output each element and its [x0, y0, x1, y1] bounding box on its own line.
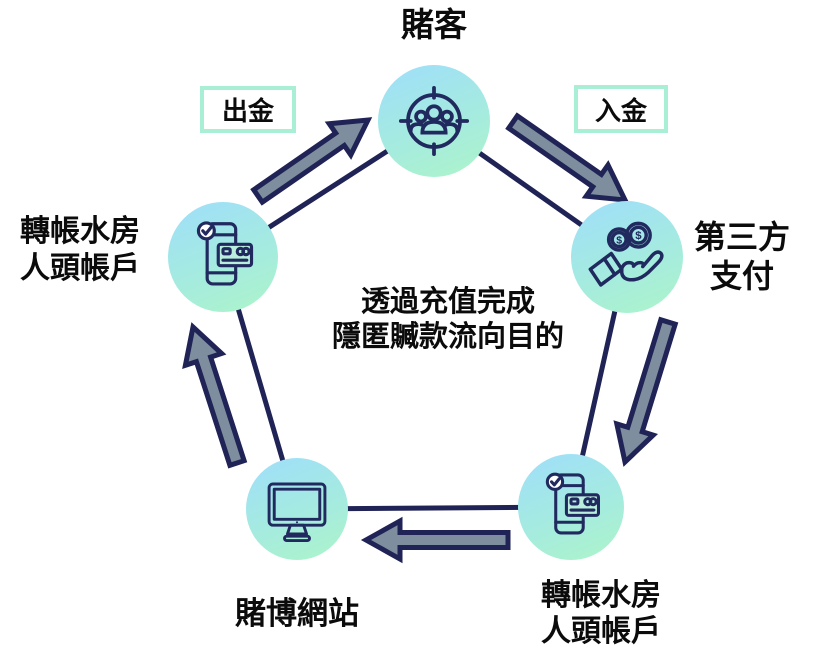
withdraw-label: 出金 — [221, 96, 274, 126]
mule-account-left-label-line1: 轉帳水房 — [20, 215, 140, 248]
third-party-payment-label-line1: 第三方 — [693, 219, 790, 255]
mule-account-left-label: 轉帳水房 人頭帳戶 — [0, 213, 160, 287]
third-party-payment-label: 第三方 支付 — [662, 218, 822, 296]
crosshair-group-icon — [378, 65, 490, 177]
center-note-line2: 隱匿贓款流向目的 — [331, 321, 564, 353]
node-mule-account-right — [518, 454, 624, 560]
node-mule-account-left — [168, 202, 278, 312]
flow-arrows — [182, 112, 679, 564]
dollar-sign: $ — [616, 235, 622, 246]
phone-card-icon — [518, 454, 624, 560]
third-party-payment-label-line2: 支付 — [709, 258, 774, 294]
mule-account-right-label-line1: 轉帳水房 — [541, 579, 661, 612]
dollar-sign: $ — [635, 230, 642, 242]
mule-account-right-label: 轉帳水房 人頭帳戶 — [506, 578, 696, 650]
gambling-website-label: 賭博網站 — [235, 596, 359, 631]
deposit-label-box: 入金 — [574, 85, 668, 133]
arrow-right-down — [613, 316, 679, 467]
withdraw-label-box: 出金 — [200, 86, 296, 133]
node-gambler — [378, 65, 490, 177]
deposit-label: 入金 — [594, 95, 647, 126]
phone-card-icon — [168, 202, 278, 312]
mule-account-right-label-line2: 人頭帳戶 — [541, 615, 661, 648]
coins-in-hand-icon: $ $ — [571, 201, 683, 313]
center-note: 透過充值完成 隱匿贓款流向目的 — [287, 285, 609, 355]
arrow-withdraw-up-right — [250, 117, 373, 206]
arrow-left-up — [182, 322, 248, 469]
gambler-label: 賭客 — [401, 6, 467, 43]
node-gambling-website — [246, 458, 348, 560]
node-third-party-payment: $ $ — [571, 201, 683, 313]
arrow-bottom-left — [360, 516, 511, 564]
arrow-deposit-down-right — [505, 112, 630, 203]
desktop-monitor-icon — [246, 458, 348, 560]
center-note-line1: 透過充值完成 — [360, 286, 535, 318]
mule-account-left-label-line2: 人頭帳戶 — [20, 252, 140, 285]
